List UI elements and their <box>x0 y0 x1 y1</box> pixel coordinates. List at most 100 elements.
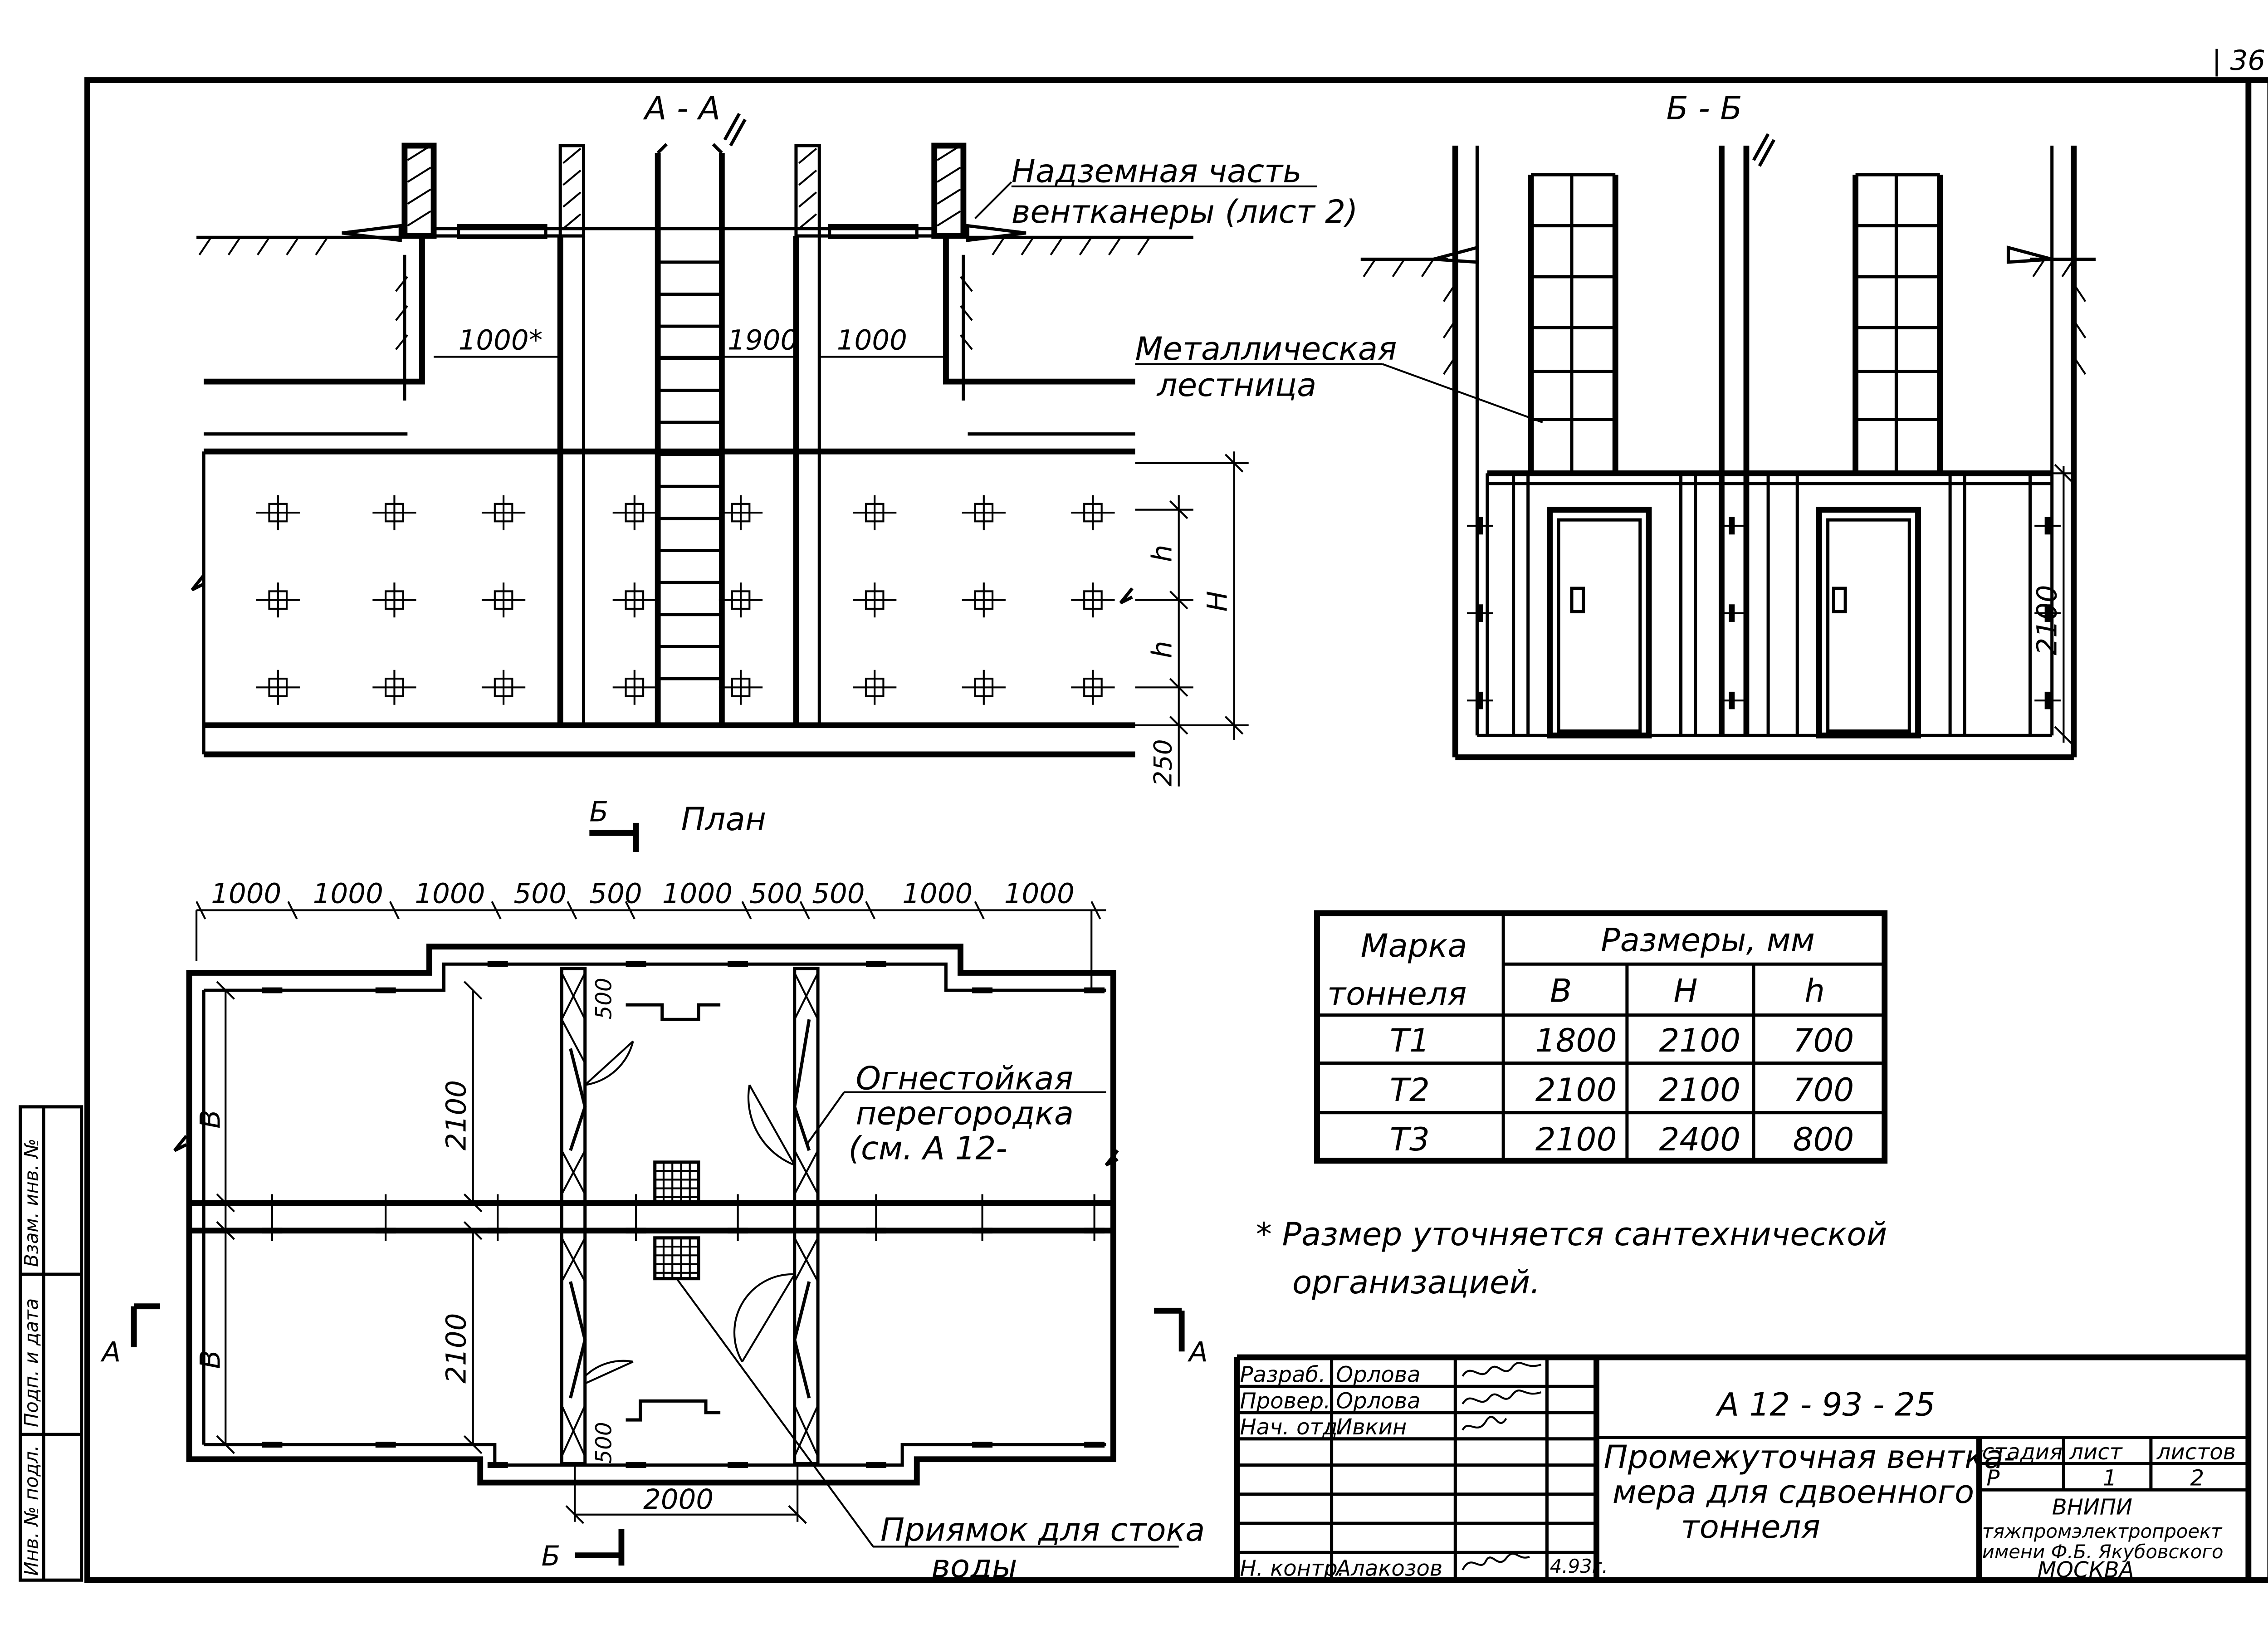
callout-partition-1: Огнестойкая <box>855 1059 1073 1097</box>
svg-text:Размеры, мм: Размеры, мм <box>1601 921 1815 959</box>
note-line-2: организацией. <box>1292 1263 1540 1301</box>
svg-text:имени Ф.Б. Якубовского: имени Ф.Б. Якубовского <box>1982 1541 2224 1563</box>
plan-top-dim-6: 1000 <box>662 877 733 910</box>
svg-text:Провер.: Провер. <box>1240 1388 1330 1414</box>
svg-text:2100: 2100 <box>1659 1022 1740 1059</box>
svg-text:Взам. инв. №: Взам. инв. № <box>20 1139 42 1267</box>
callout-ladder-1: Металлическая <box>1135 330 1397 367</box>
dim-250: 250 <box>1149 739 1178 786</box>
svg-text:Инв. № подл.: Инв. № подл. <box>20 1445 42 1576</box>
svg-text:В: В <box>1550 972 1572 1010</box>
callout-surface-part-2: вентканеры (лист 2) <box>1012 193 1358 230</box>
svg-text:Н: Н <box>1674 972 1698 1010</box>
drawing-title-2: мера для сдвоенного <box>1613 1473 1974 1511</box>
plan-top-dim-10: 1000 <box>1004 877 1075 910</box>
svg-text:листов: листов <box>2156 1439 2236 1465</box>
svg-text:тоннеля: тоннеля <box>1327 975 1467 1013</box>
svg-text:Т3: Т3 <box>1390 1120 1430 1158</box>
callout-pit-2: воды <box>931 1547 1017 1585</box>
sheet-border <box>84 77 2268 1583</box>
svg-text:2: 2 <box>2190 1466 2204 1491</box>
svg-text:Н. контр.: Н. контр. <box>1240 1556 1344 1581</box>
svg-text:4.93г.: 4.93г. <box>1550 1555 1608 1577</box>
drawing-title-3: тоннеля <box>1681 1508 1821 1546</box>
svg-text:тяжпромэлектропроект: тяжпромэлектропроект <box>1982 1520 2223 1542</box>
plan-2100-bot: 2100 <box>440 1313 473 1384</box>
svg-text:1800: 1800 <box>1535 1022 1617 1059</box>
plan-B-top: В <box>194 1110 226 1129</box>
plan-cut-left: А <box>100 1336 121 1369</box>
svg-text:700: 700 <box>1793 1071 1854 1109</box>
plan-cut-label-bottom: Б <box>541 1540 560 1572</box>
plan-top-dim-7: 500 <box>749 877 802 910</box>
plan-cut-label-top: Б <box>589 796 608 828</box>
plan-cut-right: А <box>1187 1336 1208 1369</box>
plan-top-dim-1: 1000 <box>211 877 281 910</box>
svg-text:Т1: Т1 <box>1390 1022 1430 1059</box>
plan-top-dim-2: 1000 <box>313 877 383 910</box>
svg-text:2100: 2100 <box>1535 1071 1617 1109</box>
svg-text:Марка: Марка <box>1361 927 1467 964</box>
signature-4 <box>1461 1552 1530 1570</box>
svg-text:Нач. отд.: Нач. отд. <box>1240 1414 1344 1440</box>
title-block: Разраб. Орлова Провер. Орлова Нач. отд. … <box>1234 1354 2248 1583</box>
section-aa: А - А <box>191 89 1358 787</box>
svg-text:Подп. и дата: Подп. и дата <box>20 1298 42 1427</box>
dim-h-2: h <box>1146 641 1178 658</box>
svg-text:700: 700 <box>1793 1022 1854 1059</box>
dim-bb-2100: 2100 <box>2031 585 2063 655</box>
plan-top-dim-5: 500 <box>589 877 642 910</box>
section-aa-title: А - А <box>643 89 720 127</box>
plan-500-top: 500 <box>591 978 617 1019</box>
dim-1900: 1900 <box>728 324 798 356</box>
section-bb: Б - Б <box>1135 89 2096 760</box>
svg-text:2100: 2100 <box>1535 1120 1617 1158</box>
svg-text:лист: лист <box>2069 1439 2123 1465</box>
plan-2100-top: 2100 <box>440 1080 473 1150</box>
svg-text:Т2: Т2 <box>1390 1071 1430 1109</box>
plan-500-bot: 500 <box>591 1422 617 1464</box>
page-number: | 36 <box>2212 44 2265 77</box>
svg-text:Алакозов: Алакозов <box>1334 1556 1442 1581</box>
svg-text:Орлова: Орлова <box>1336 1388 1420 1414</box>
signature-2 <box>1461 1389 1542 1404</box>
plan-title: План <box>681 800 766 838</box>
svg-text:2400: 2400 <box>1659 1120 1740 1158</box>
plan-2000: 2000 <box>643 1483 714 1516</box>
svg-text:1: 1 <box>2103 1466 2117 1491</box>
plan-top-dim-8: 500 <box>812 877 865 910</box>
note-line-1: * Размер уточняется сантехнической <box>1256 1215 1887 1253</box>
plan-B-bot: В <box>194 1350 226 1369</box>
svg-text:МОСКВА: МОСКВА <box>2038 1557 2134 1583</box>
svg-text:800: 800 <box>1793 1120 1854 1158</box>
svg-text:стадия: стадия <box>1982 1439 2063 1465</box>
svg-text:h: h <box>1804 972 1825 1010</box>
plan-top-dim-4: 500 <box>514 877 567 910</box>
drawing-code: А 12 - 93 - 25 <box>1716 1385 1936 1423</box>
left-strip: Инв. № подл. Подп. и дата Взам. инв. № <box>19 1105 83 1582</box>
callout-partition-3: (см. А 12- <box>848 1129 1007 1167</box>
dim-1000: 1000 <box>837 324 907 356</box>
svg-text:Орлова: Орлова <box>1336 1362 1420 1388</box>
plan-top-dim-9: 1000 <box>902 877 973 910</box>
svg-text:ВНИПИ: ВНИПИ <box>2052 1495 2132 1520</box>
svg-text:Ивкин: Ивкин <box>1336 1414 1407 1440</box>
callout-partition-2: перегородка <box>855 1094 1074 1132</box>
callout-surface-part-1: Надземная часть <box>1012 152 1302 190</box>
dim-h-1: h <box>1146 545 1178 563</box>
drawing-title-1: Промежуточная вентка- <box>1604 1438 2015 1476</box>
signature-3 <box>1461 1416 1507 1431</box>
callout-ladder-2: лестница <box>1156 366 1317 404</box>
signature-1 <box>1461 1362 1542 1377</box>
svg-text:Р: Р <box>1986 1466 1999 1491</box>
section-bb-title: Б - Б <box>1667 89 1742 127</box>
callout-pit-1: Приямок для стока <box>880 1511 1205 1549</box>
plan-view: План Б 1000 1000 1000 500 500 1000 500 5… <box>100 796 1208 1585</box>
svg-text:2100: 2100 <box>1659 1071 1740 1109</box>
dimension-table: Марка тоннеля Размеры, мм В Н h Т1 1800 … <box>1314 910 1888 1164</box>
dim-1000-star: 1000* <box>459 324 543 356</box>
plan-top-dim-3: 1000 <box>415 877 485 910</box>
svg-text:Разраб.: Разраб. <box>1240 1362 1325 1388</box>
dim-H: H <box>1202 591 1234 612</box>
